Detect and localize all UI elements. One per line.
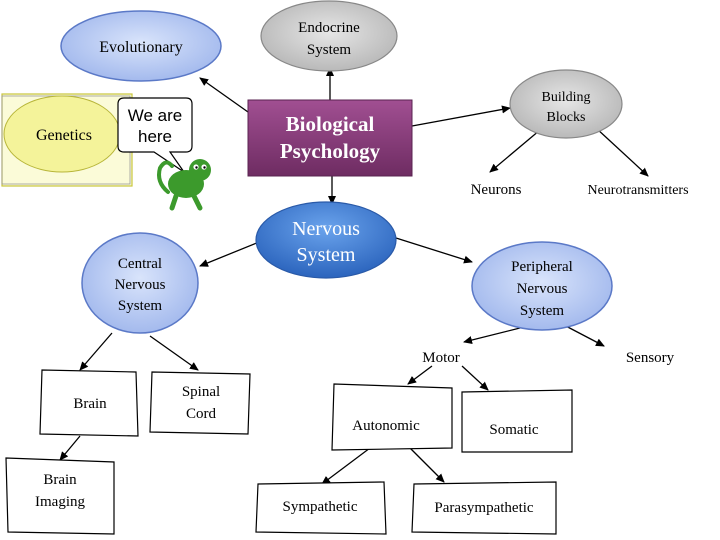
pns-label-3: System <box>520 303 565 319</box>
green-creature-icon <box>157 159 211 211</box>
node-brain: Brain <box>39 369 139 437</box>
building-label-2: Blocks <box>547 110 586 125</box>
imaging-label-1: Brain <box>43 472 77 488</box>
building-label-1: Building <box>541 90 590 105</box>
node-somatic: Somatic <box>461 389 573 453</box>
autonomic-label: Autonomic <box>352 418 420 434</box>
spinal-label-2: Cord <box>186 406 217 422</box>
sensory-label: Sensory <box>626 350 675 366</box>
node-evolutionary: Evolutionary <box>60 10 222 82</box>
node-autonomic: Autonomic <box>331 383 453 451</box>
cns-label-2: Nervous <box>115 277 166 293</box>
node-peripheral-nervous-system: Peripheral Nervous System <box>471 241 613 331</box>
parasympathetic-label: Parasympathetic <box>434 500 533 516</box>
node-motor: Motor <box>422 350 460 366</box>
pns-label-1: Peripheral <box>511 259 573 275</box>
node-neurotransmitters: Neurotransmitters <box>587 183 688 198</box>
motor-label: Motor <box>422 350 460 366</box>
genetics-label: Genetics <box>36 127 92 144</box>
node-brain-imaging: Brain Imaging <box>5 457 115 535</box>
node-building-blocks: Building Blocks <box>509 69 623 139</box>
neurons-label: Neurons <box>471 182 522 198</box>
endocrine-label-2: System <box>307 42 352 58</box>
bubble-label-2: here <box>138 127 172 146</box>
nervous-label-1: Nervous <box>292 218 360 240</box>
spinal-label-1: Spinal <box>182 384 220 400</box>
node-nervous-system: Nervous System <box>255 201 397 279</box>
sympathetic-label: Sympathetic <box>283 499 358 515</box>
speech-bubble: We are here <box>117 97 193 173</box>
node-genetics: Genetics <box>1 93 133 187</box>
cns-label-3: System <box>118 298 163 314</box>
pns-label-2: Nervous <box>517 281 568 297</box>
cns-label-1: Central <box>118 256 162 272</box>
bubble-label-1: We are <box>128 106 183 125</box>
endocrine-label-1: Endocrine <box>298 20 360 36</box>
evolutionary-label: Evolutionary <box>99 39 183 56</box>
bio-label-2: Psychology <box>280 139 381 163</box>
node-endocrine-system: Endocrine System <box>260 0 398 72</box>
nervous-label-2: System <box>297 244 356 266</box>
node-sensory: Sensory <box>626 350 675 366</box>
neurotransmitters-label: Neurotransmitters <box>587 183 688 198</box>
node-parasympathetic: Parasympathetic <box>411 481 557 535</box>
connector-lines <box>59 67 649 485</box>
bio-label-1: Biological <box>286 112 375 136</box>
node-neurons: Neurons <box>471 182 522 198</box>
somatic-label: Somatic <box>489 422 539 438</box>
imaging-label-2: Imaging <box>35 494 85 510</box>
node-central-nervous-system: Central Nervous System <box>81 232 199 334</box>
node-sympathetic: Sympathetic <box>255 481 387 535</box>
brain-label: Brain <box>73 396 107 412</box>
node-spinal-cord: Spinal Cord <box>149 371 251 435</box>
node-biological-psychology: Biological Psychology <box>247 99 413 177</box>
